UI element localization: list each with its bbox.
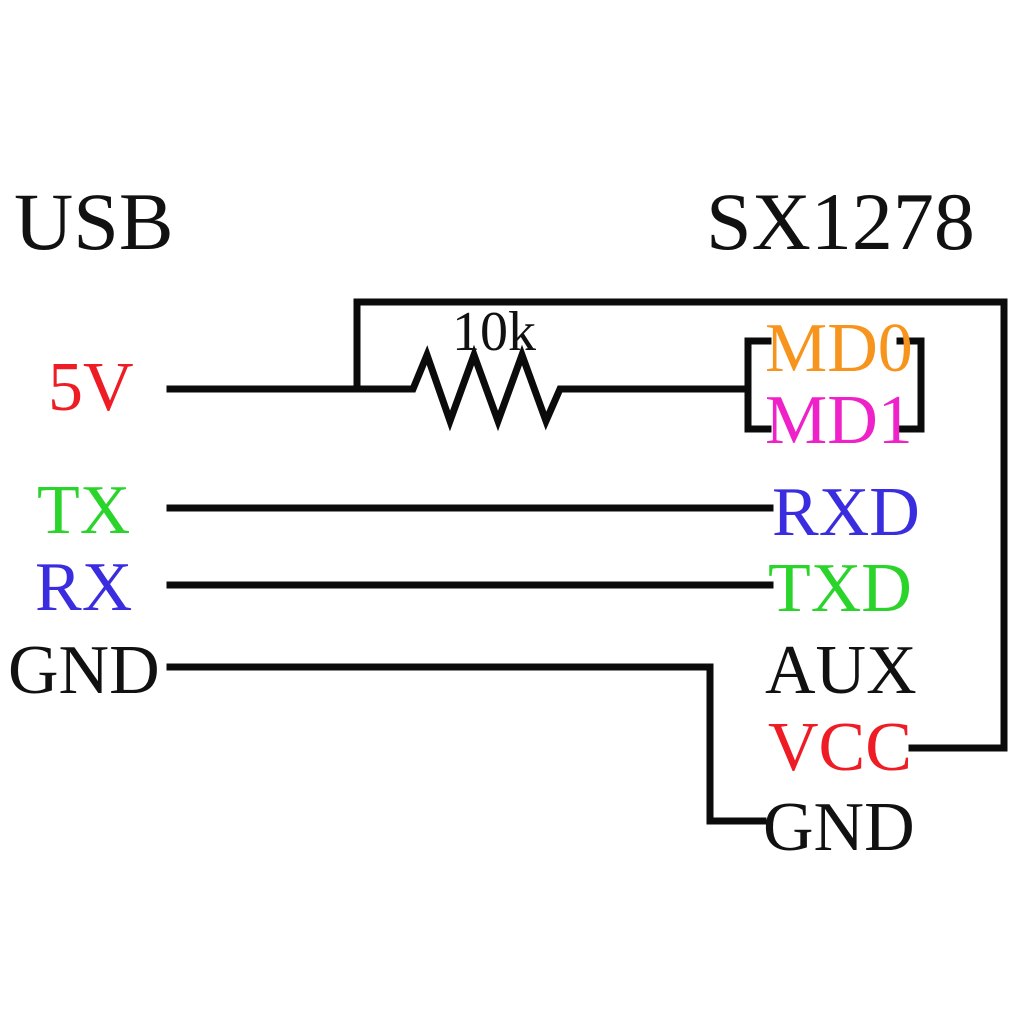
bracket-left — [744, 337, 772, 433]
wire-5v-to-md-pins-with-resistor — [166, 344, 749, 432]
pin-label-gnd-right: GND — [763, 789, 915, 866]
pin-label-5v: 5V — [48, 349, 134, 426]
pin-label-gnd-left: GND — [8, 632, 160, 709]
resistor-value-label: 10k — [452, 301, 536, 363]
pin-label-md1: MD1 — [765, 382, 913, 459]
pin-label-rx: RX — [35, 549, 132, 626]
pin-label-txd: TXD — [768, 550, 912, 627]
usb-title: USB — [14, 176, 174, 267]
pin-label-tx: TX — [37, 472, 130, 549]
pin-label-md0: MD0 — [765, 310, 913, 387]
pin-label-aux: AUX — [765, 632, 917, 709]
bracket-right — [896, 337, 925, 433]
wire-gnd-to-gnd — [166, 663, 767, 825]
pin-label-rxd: RXD — [772, 474, 920, 551]
sx1278-title: SX1278 — [706, 176, 975, 267]
pin-label-vcc: VCC — [768, 709, 912, 786]
wire-5v-junction-to-vcc — [353, 298, 1008, 752]
